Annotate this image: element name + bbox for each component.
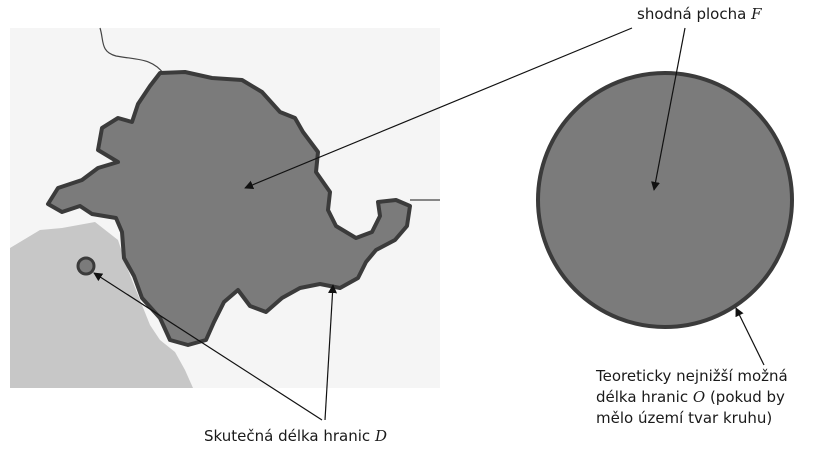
label-equal-area-var: F	[751, 5, 762, 23]
label-theoretical-line2-pre: délka hranic	[596, 388, 693, 406]
neighbor-region	[10, 222, 193, 388]
arrow-area-to-territory	[244, 27, 633, 190]
label-equal-area-text: shodná plocha	[637, 5, 752, 23]
arrow-border-to-territory-edge	[324, 284, 338, 421]
arrow-border-to-exclave	[93, 272, 323, 421]
label-theoretical-border-length: Teoreticky nejnižší možná délka hranic O…	[596, 367, 788, 430]
label-theoretical-line2-post: (pokud by	[705, 388, 785, 406]
label-equal-area: shodná plocha F	[637, 5, 762, 24]
label-actual-border-var: D	[374, 427, 387, 445]
label-theoretical-line2: délka hranic O (pokud by	[596, 388, 788, 409]
label-actual-border-length: Skutečná délka hranic D	[204, 427, 387, 446]
arrow-area-to-circle	[651, 27, 686, 191]
label-actual-border-text: Skutečná délka hranic	[204, 427, 375, 445]
exclave-dot	[76, 256, 96, 276]
river-line	[99, 27, 165, 75]
label-theoretical-line3: mělo území tvar kruhu)	[596, 409, 773, 427]
arrow-theoretical-to-circle-edge	[735, 307, 765, 366]
label-theoretical-line2-var: O	[692, 388, 706, 406]
label-theoretical-line1: Teoreticky nejnižší možná	[596, 367, 788, 385]
equal-area-circle	[536, 71, 794, 329]
territory	[46, 70, 412, 347]
